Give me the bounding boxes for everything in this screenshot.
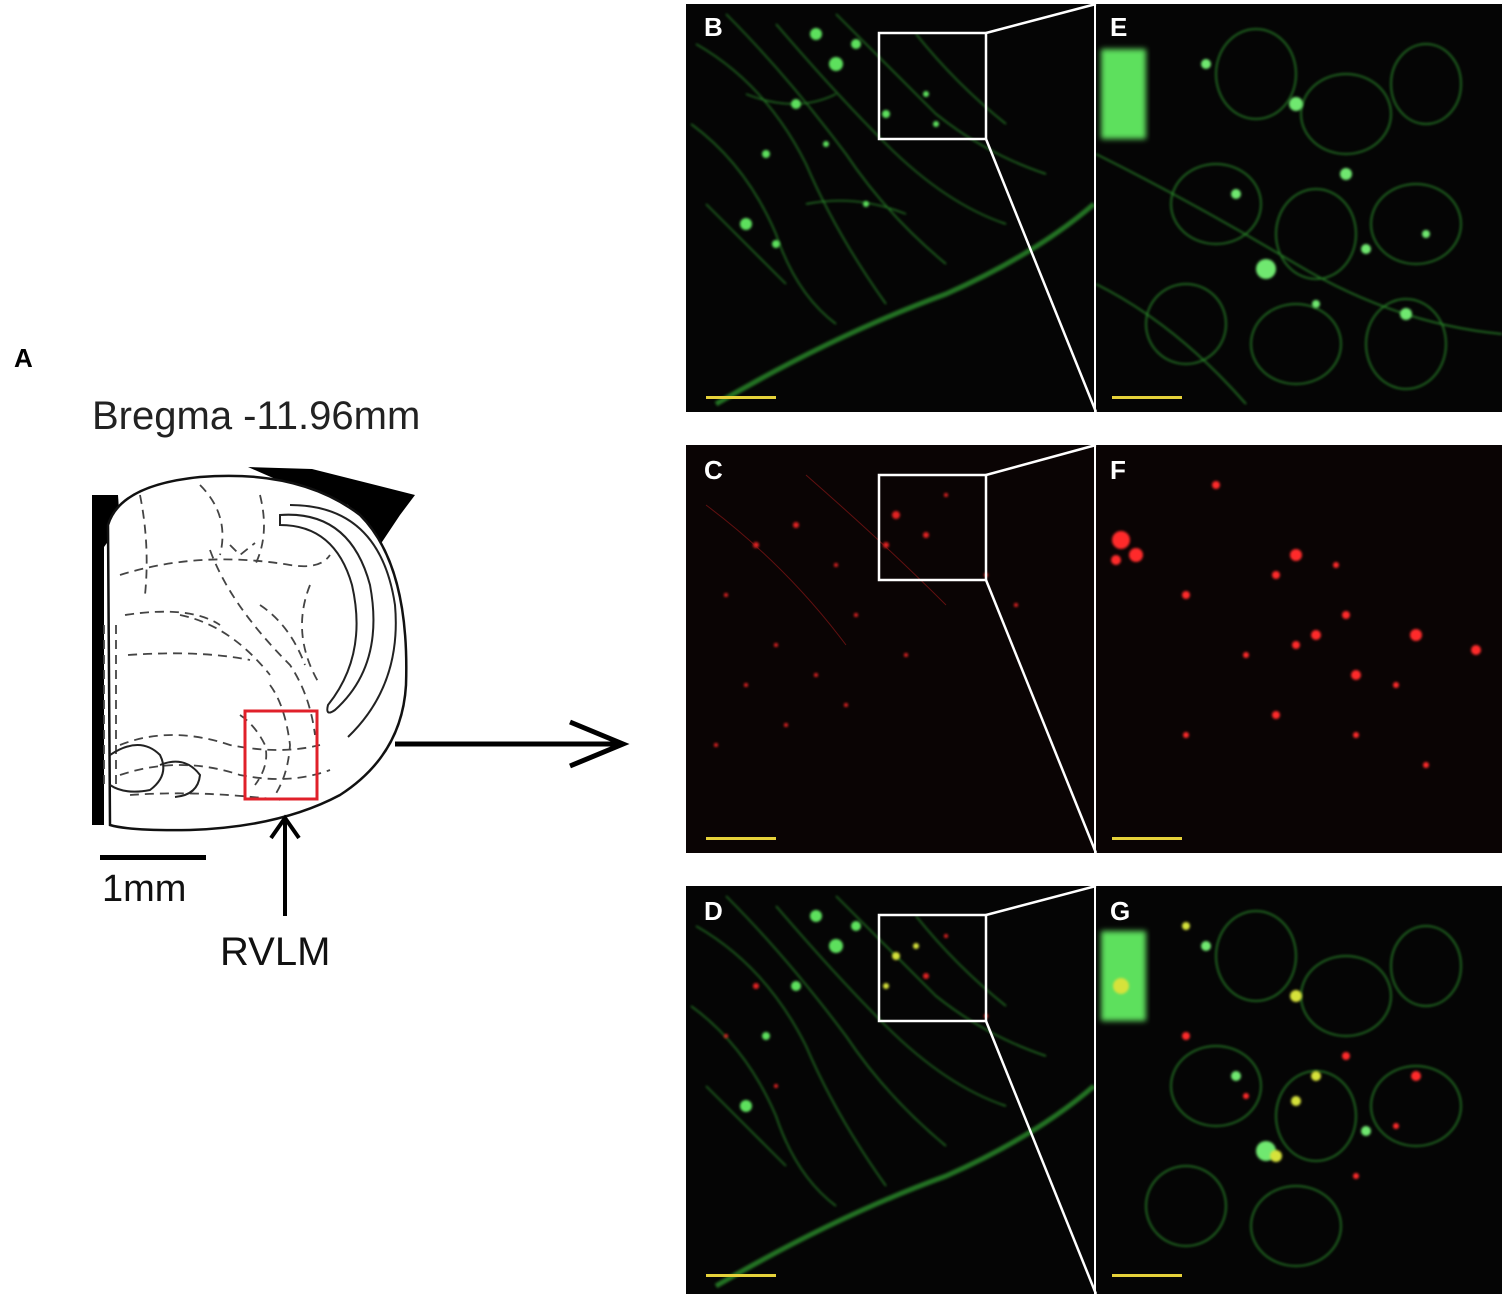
rvlm-label: RVLM xyxy=(220,930,331,974)
scale-bar-b xyxy=(706,396,776,399)
micrograph-f-red: F xyxy=(1096,445,1502,853)
rvlm-highlight-box xyxy=(243,709,319,801)
panel-letter-c: C xyxy=(704,455,723,485)
panel-letter-g: G xyxy=(1110,896,1131,926)
panel-letter-b: B xyxy=(704,12,723,42)
scale-bar-e xyxy=(1112,396,1182,399)
right-arrow xyxy=(395,719,630,769)
panel-letter-e: E xyxy=(1110,12,1128,42)
scale-bar-d xyxy=(706,1274,776,1277)
inset-box-c xyxy=(877,473,988,582)
panel-letter-a: A xyxy=(14,343,33,373)
micrograph-d-merge: D xyxy=(686,886,1094,1294)
micrograph-c-red: C xyxy=(686,445,1094,853)
micrograph-e-green: E xyxy=(1096,4,1502,412)
panel-letter-d: D xyxy=(704,896,723,926)
scale-bar-f xyxy=(1112,837,1182,840)
brainstem-schematic xyxy=(92,467,415,832)
scale-bar-g xyxy=(1112,1274,1182,1277)
scale-bar-c xyxy=(706,837,776,840)
micrograph-b-green: B xyxy=(686,4,1094,412)
inset-box-d xyxy=(877,913,988,1023)
panel-letter-f: F xyxy=(1110,455,1126,485)
scale-bar-1mm xyxy=(100,855,206,860)
micrograph-g-merge: G xyxy=(1096,886,1502,1294)
bregma-title: Bregma -11.96mm xyxy=(92,394,421,438)
up-arrow xyxy=(269,814,301,916)
scale-bar-label: 1mm xyxy=(102,868,187,910)
inset-box-b xyxy=(877,31,988,141)
